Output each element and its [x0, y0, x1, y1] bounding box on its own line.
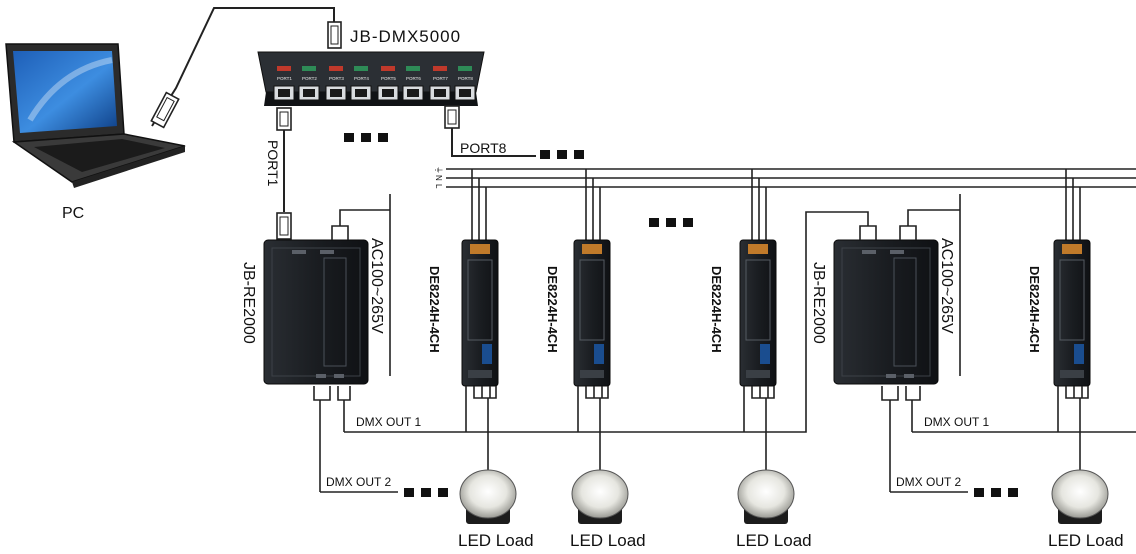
pc-label: PC	[62, 205, 84, 222]
repeater-1-out1-label: DMX OUT 1	[356, 415, 421, 429]
splitter-port-socket-8	[459, 89, 471, 97]
pc-laptop	[5, 43, 186, 188]
splitter-port-label-7: PORT7	[433, 76, 448, 81]
decoder-4	[1053, 169, 1091, 470]
splitter-port-socket-4	[355, 89, 367, 97]
splitter-name: JB-DMX5000	[350, 27, 461, 46]
port8-label: PORT8	[460, 140, 507, 156]
splitter-port-socket-3	[330, 89, 342, 97]
splitter-port-led-4	[354, 66, 368, 71]
rail-label-neutral: N	[434, 175, 443, 181]
splitter-port-socket-1	[278, 89, 290, 97]
decoder-1-label: DE8224H-4CH	[427, 266, 442, 353]
decoder-2	[573, 169, 611, 470]
led-load-3-label: LED Load	[736, 531, 812, 550]
repeater-1	[263, 194, 391, 492]
dmx-splitter-device: PORT1 PORT2 PORT3 PORT4 PORT5 PORT6 PORT7 PORT8	[257, 51, 485, 106]
splitter-port-label-1: PORT1	[277, 76, 292, 81]
decoder-1	[461, 169, 499, 470]
led-load-1-label: LED Load	[458, 531, 534, 550]
repeater-1-out2-label: DMX OUT 2	[326, 475, 391, 489]
led-load-4	[1051, 469, 1109, 524]
repeater-2	[833, 194, 961, 492]
repeater-1-name: JB-RE2000	[240, 262, 257, 344]
led-load-3	[737, 469, 795, 524]
repeater-2-input: AC100~265V	[938, 238, 955, 334]
splitter-port-socket-6	[407, 89, 419, 97]
splitter-port-socket-5	[382, 89, 394, 97]
repeater-1-input: AC100~265V	[368, 238, 385, 334]
usb-plug-splitter	[327, 21, 342, 49]
power-rails	[446, 168, 1136, 188]
repeater-2-name: JB-RE2000	[810, 262, 827, 344]
splitter-port-led-8	[458, 66, 472, 71]
led-load-2	[571, 469, 629, 524]
splitter-port-label-6: PORT6	[406, 76, 421, 81]
splitter-port-socket-7	[434, 89, 446, 97]
splitter-port-led-6	[406, 66, 420, 71]
splitter-port-led-2	[302, 66, 316, 71]
splitter-port-led-7	[433, 66, 447, 71]
led-load-1	[459, 469, 517, 524]
splitter-port-led-5	[381, 66, 395, 71]
splitter-port-label-5: PORT5	[381, 76, 396, 81]
decoder-3-label: DE8224H-4CH	[709, 266, 724, 353]
led-load-4-label: LED Load	[1048, 531, 1124, 550]
splitter-port-label-4: PORT4	[354, 76, 369, 81]
decoder-4-label: DE8224H-4CH	[1027, 266, 1042, 353]
splitter-port-socket-2	[303, 89, 315, 97]
decoder-3	[739, 169, 777, 470]
usb-plug-pc	[150, 91, 180, 129]
decoder-2-label: DE8224H-4CH	[545, 266, 560, 353]
rail-label-ground: ⏚	[434, 166, 443, 174]
repeater-2-out2-label: DMX OUT 2	[896, 475, 961, 489]
led-load-2-label: LED Load	[570, 531, 646, 550]
port1-label: PORT1	[265, 140, 281, 187]
splitter-port-label-8: PORT8	[458, 76, 473, 81]
splitter-port-label-2: PORT2	[302, 76, 317, 81]
more-ports-indicator	[344, 133, 388, 142]
splitter-port-led-3	[329, 66, 343, 71]
rail-label-line: L	[434, 184, 443, 189]
repeater-2-out1-label: DMX OUT 1	[924, 415, 989, 429]
splitter-port-label-3: PORT3	[329, 76, 344, 81]
splitter-port-led-1	[277, 66, 291, 71]
